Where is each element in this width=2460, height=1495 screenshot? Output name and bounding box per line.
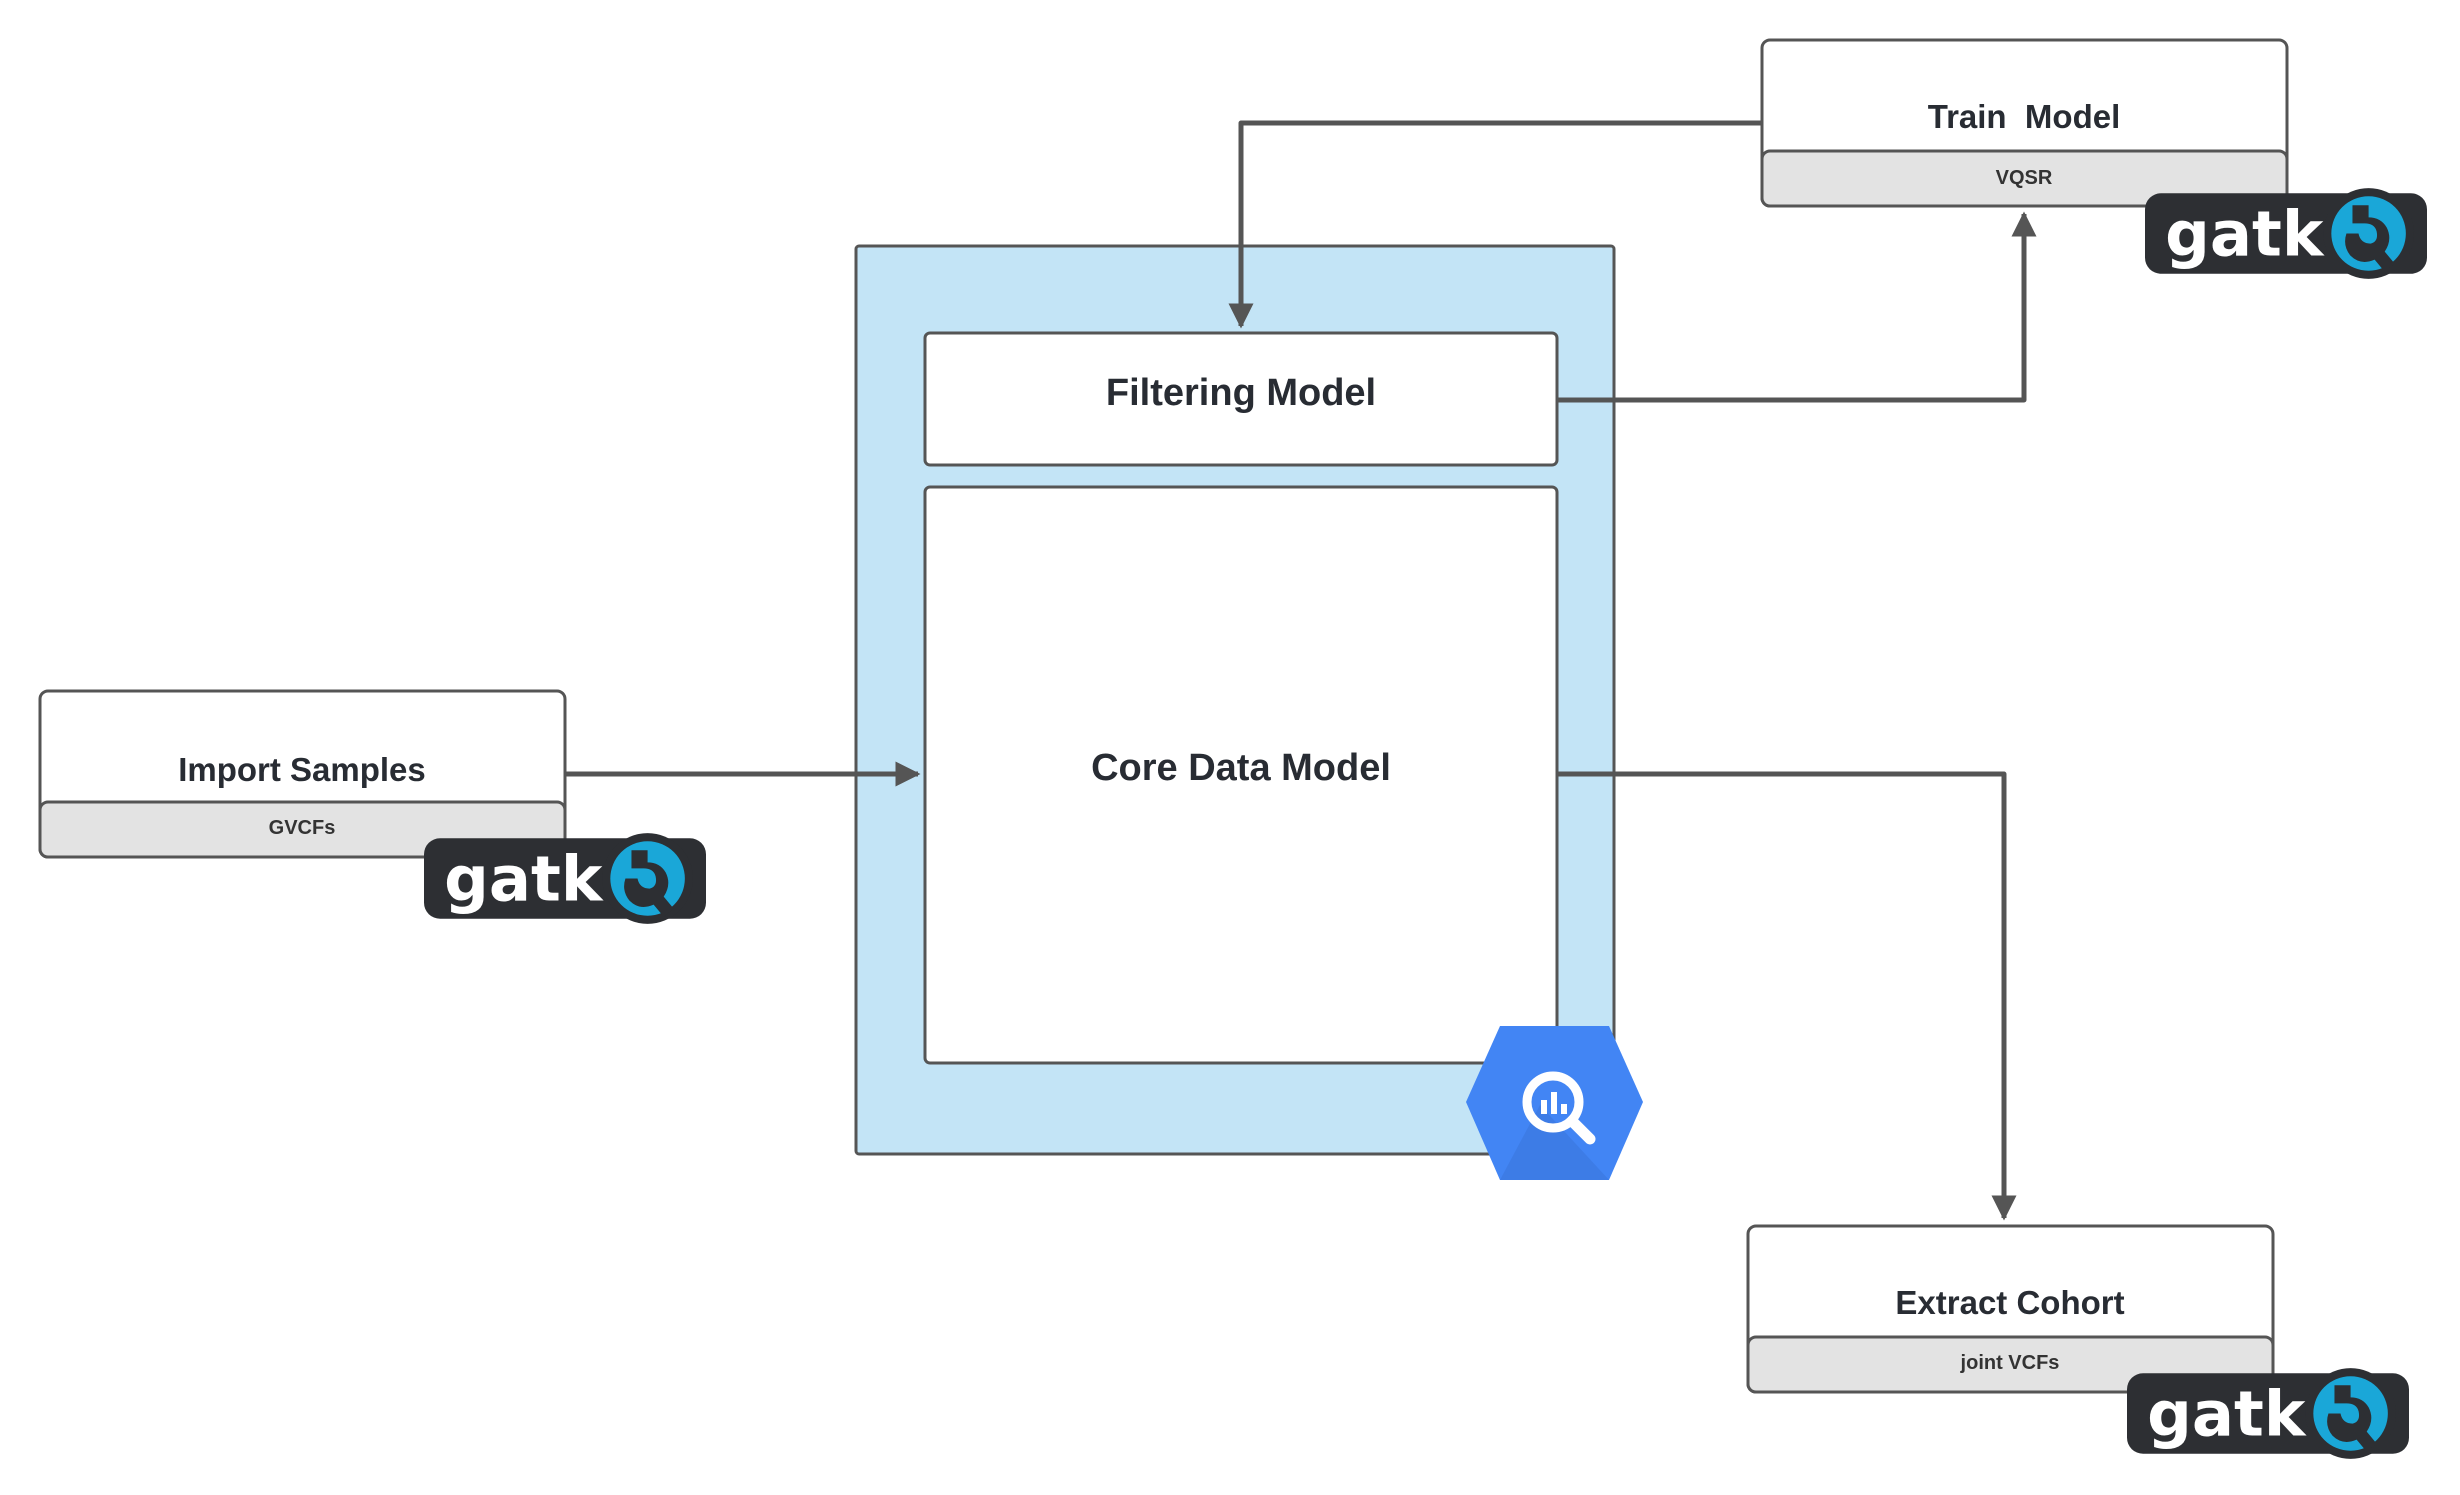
gatk-logo-icon — [2145, 188, 2427, 279]
edge-core-to-extract — [1557, 771, 2017, 1221]
import-samples-subtitle: GVCFs — [269, 817, 336, 839]
edge-filtering-to-train — [1557, 211, 2037, 403]
core-data-model-title: Core Data Model — [1091, 747, 1391, 789]
train-model-subtitle: VQSR — [1996, 167, 2053, 189]
train-model-title: Train Model — [1928, 98, 2121, 135]
gatk-logo-icon — [2127, 1368, 2409, 1459]
train-model-node[interactable]: Train Model VQSR — [1760, 38, 2289, 208]
filtering-model-title: Filtering Model — [1106, 372, 1376, 414]
core-data-model-node[interactable]: Core Data Model — [923, 485, 1559, 1065]
gatk-logo-icon — [424, 833, 706, 924]
filtering-model-node[interactable]: Filtering Model — [923, 331, 1559, 467]
import-samples-node[interactable]: Import Samples GVCFs — [38, 689, 567, 859]
edge-train-to-filtering — [1228, 120, 1762, 329]
extract-cohort-title: Extract Cohort — [1895, 1284, 2124, 1321]
bigquery-icon — [1466, 1026, 1643, 1180]
import-samples-title: Import Samples — [178, 751, 426, 788]
extract-cohort-subtitle: joint VCFs — [1960, 1352, 2060, 1374]
extract-cohort-node[interactable]: Extract Cohort joint VCFs — [1746, 1224, 2275, 1394]
